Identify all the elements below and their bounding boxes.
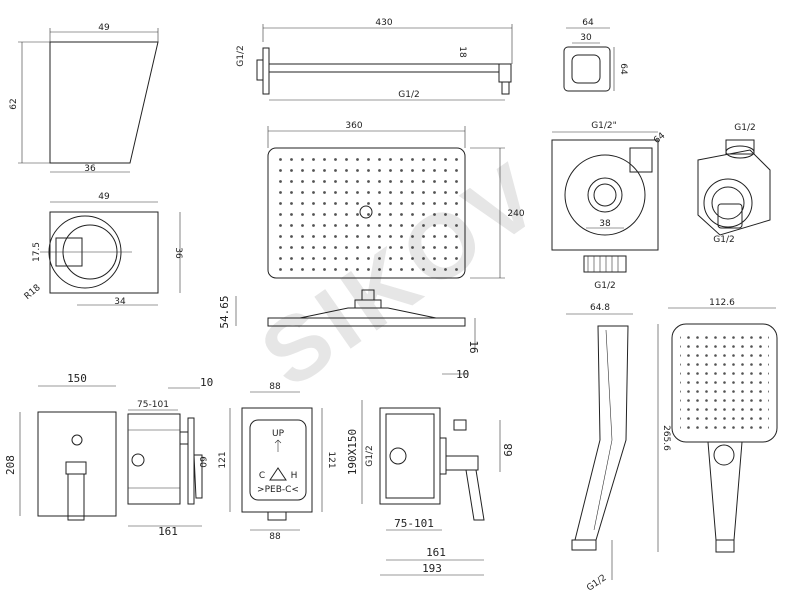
mixer-body-flange-dim: 10 <box>200 376 213 389</box>
install-depth-dim: 161 <box>426 546 446 559</box>
mixer-body-side-drawing: 10 75-101 60 161 <box>127 376 213 538</box>
rain-shower-top-drawing: 360 240 <box>267 121 525 279</box>
bracket-radius-dim: R18 <box>23 283 43 302</box>
mixer-box-cold-label: C <box>259 471 265 481</box>
mixer-box-hot-label: H <box>291 471 298 481</box>
outlet-detail-inner-dim: 38 <box>599 219 611 229</box>
mixer-plate-drawing: 150 208 <box>4 372 117 521</box>
bracket-side-width-dim: 49 <box>98 192 110 202</box>
install-outlet-height-dim: 68 <box>502 443 515 456</box>
mixer-plate-width-dim: 150 <box>67 372 87 385</box>
hand-shower-side-drawing: 64.8 G1/2 <box>566 303 633 594</box>
hand-shower-length-dim: 265.6 <box>661 425 671 451</box>
install-thread-dim: G1/2 <box>365 445 375 466</box>
mixer-body-total-dim: 161 <box>158 525 178 538</box>
bracket-side-height-dim: 36 <box>173 247 183 259</box>
hose-connector-drawing: G1/2 G1/2 <box>697 123 771 245</box>
hand-shower-front-drawing: 112.6 265.6 <box>657 298 778 553</box>
mixer-plate-height-dim: 208 <box>4 455 17 475</box>
arm-outlet-thread-dim: G1/2 <box>398 90 419 100</box>
outlet-inner-dim: 30 <box>580 33 592 43</box>
outlet-detail-bottom-thread-dim: G1/2 <box>594 281 615 291</box>
rain-shower-side-drawing: 54.65 16 <box>218 289 480 354</box>
mixer-body-depth-range-dim: 75-101 <box>137 400 169 410</box>
bracket-bottom-dim: 36 <box>84 164 96 174</box>
install-total-depth-dim: 193 <box>422 562 442 575</box>
rain-shower-height-dim: 54.65 <box>218 295 231 328</box>
connector-bottom-thread-dim: G1/2 <box>713 235 734 245</box>
mixer-box-bottom-dim: 88 <box>269 532 281 542</box>
rain-shower-thickness-dim: 16 <box>467 340 480 353</box>
mixer-body-offset-dim: 60 <box>197 456 207 468</box>
bracket-offset-dim: 17.5 <box>32 242 42 262</box>
rain-shower-width-dim: 360 <box>345 121 362 131</box>
mixer-box-up-label: UP <box>272 429 285 439</box>
hand-shower-side-width-dim: 64.8 <box>590 303 610 313</box>
arm-diameter-dim: 18 <box>457 46 467 58</box>
rain-shower-depth-dim: 240 <box>507 209 524 219</box>
install-box-size-dim: 190X150 <box>346 429 359 475</box>
mixer-box-width-dim: 88 <box>269 382 281 392</box>
wall-outlet-front-drawing: 64 30 64 <box>563 18 628 92</box>
hand-shower-thread-dim: G1/2 <box>585 573 608 594</box>
shower-arm-drawing: 430 G1/2 18 G1/2 <box>236 18 513 101</box>
mixer-install-drawing: 10 190X150 G1/2 68 75-101 161 193 <box>346 368 515 576</box>
outlet-detail-thread-dim: G1/2" <box>591 121 617 131</box>
mixer-box-flow-label: >PEB-C< <box>257 485 299 495</box>
mixer-box-height-right-dim: 121 <box>326 451 336 468</box>
hand-shower-width-dim: 112.6 <box>709 298 735 308</box>
outlet-detail-size-dim: 64 <box>652 131 667 146</box>
mixer-box-front-drawing: 88 UP C H >PEB-C< 121 121 88 <box>218 382 336 542</box>
arm-length-dim: 430 <box>375 18 392 28</box>
connector-top-thread-dim: G1/2 <box>734 123 755 133</box>
bracket-side-drawing: 49 36 17.5 R18 34 <box>23 192 183 307</box>
wall-outlet-detail-drawing: G1/2" 64 38 G1/2 <box>551 121 668 291</box>
mixer-box-height-left-dim: 121 <box>218 451 228 468</box>
bracket-width-dim: 49 <box>98 23 110 33</box>
outlet-width-dim: 64 <box>582 18 594 28</box>
shower-arm-bracket-drawing: 49 62 36 <box>9 23 159 174</box>
bracket-height-dim: 62 <box>9 98 19 109</box>
arm-thread-dim: G1/2 <box>236 45 246 66</box>
install-depth-range-dim: 75-101 <box>394 517 434 530</box>
outlet-height-dim: 64 <box>618 63 628 75</box>
bracket-side-bottom-dim: 34 <box>114 297 126 307</box>
install-plate-thickness-dim: 10 <box>456 368 469 381</box>
